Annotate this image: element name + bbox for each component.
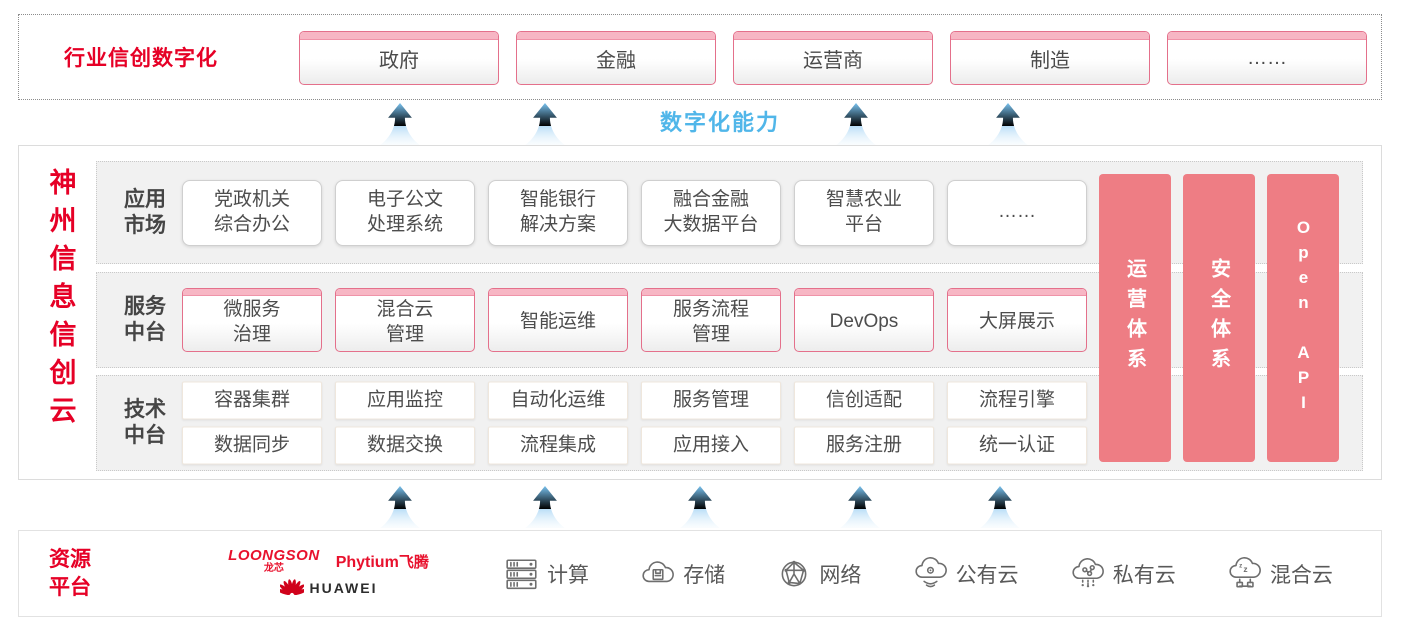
tier-app-market: 应用 市场 党政机关 综合办公 电子公文 处理系统 智能银行 解决方案 融合金融… [96, 161, 1363, 264]
industry-card-more: …… [1167, 31, 1367, 85]
industry-card-government: 政府 [299, 31, 499, 85]
resource-item: 公有云 [913, 556, 1019, 591]
service-card: 微服务 治理 [182, 288, 322, 352]
resource-item: 网络 [776, 557, 861, 591]
up-arrow-icon [525, 103, 565, 145]
tech-card: 服务管理 [641, 381, 781, 420]
tier-label: 技术 中台 [124, 397, 166, 447]
app-card: 智慧农业 平台 [794, 179, 934, 246]
app-card: 党政机关 综合办公 [182, 179, 322, 246]
huawei-flower-icon [279, 579, 304, 595]
cloud-platform-box: 神州信息信创云 应用 市场 党政机关 综合办公 电子公文 处理系统 智能银行 解… [18, 145, 1382, 480]
pillar-open-api: Open API [1267, 174, 1339, 462]
network-globe-icon [781, 560, 807, 586]
loongson-logo: LOONGSON 龙芯 [228, 547, 320, 574]
storage-cloud-icon [642, 560, 675, 582]
industry-banner: 行业信创数字化 政府 金融 运营商 制造 …… [18, 14, 1382, 100]
up-arrow-icon [380, 486, 420, 528]
service-card: 大屏展示 [947, 288, 1087, 352]
resource-platform-title: 资源 平台 [49, 548, 91, 599]
up-arrow-icon [380, 103, 420, 145]
platform-title: 神州信息信创云 [45, 168, 76, 434]
tech-card: 统一认证 [947, 426, 1087, 465]
hybrid-cloud-icon: z z [1229, 556, 1261, 587]
industry-banner-title: 行业信创数字化 [64, 47, 218, 70]
tech-cards: 容器集群 数据同步 应用监控 数据交换 自动化运维 流程集成 服务管理 应用接入… [182, 381, 1087, 465]
industry-list: 政府 金融 运营商 制造 …… [299, 31, 1367, 85]
industry-card-operator: 运营商 [733, 31, 933, 85]
private-cloud-icon [1072, 557, 1104, 587]
resource-item: z z 混合云 [1227, 556, 1333, 591]
tier-tech-platform: 技术 中台 容器集群 数据同步 应用监控 数据交换 自动化运维 流程集成 服务管… [96, 375, 1363, 471]
pillar-security: 安全体系 [1183, 174, 1255, 462]
tech-card: 数据交换 [335, 426, 475, 465]
phytium-logo: Phytium 飞腾 [335, 554, 429, 571]
resource-list: 计算 存储 网络 [504, 556, 1333, 591]
pillar-operations: 运营体系 [1099, 174, 1171, 462]
resource-arrow-strip [0, 486, 1402, 528]
tier-label: 服务 中台 [124, 294, 166, 344]
app-market-cards: 党政机关 综合办公 电子公文 处理系统 智能银行 解决方案 融合金融 大数据平台… [182, 179, 1087, 246]
tech-card: 信创适配 [794, 381, 934, 420]
app-card-more: …… [947, 179, 1087, 246]
tech-card: 数据同步 [182, 426, 322, 465]
up-arrow-icon [680, 486, 720, 528]
svg-text:z: z [1243, 563, 1247, 573]
tech-card: 容器集群 [182, 381, 322, 420]
up-arrow-icon [840, 486, 880, 528]
tier-label: 应用 市场 [124, 187, 166, 237]
resource-item: 计算 [504, 557, 589, 591]
resource-item: 存储 [640, 557, 725, 591]
tech-card: 自动化运维 [488, 381, 628, 420]
app-card: 智能银行 解决方案 [488, 179, 628, 246]
tech-card: 流程集成 [488, 426, 628, 465]
tech-card: 应用监控 [335, 381, 475, 420]
public-cloud-icon [914, 556, 947, 587]
service-card: 智能运维 [488, 288, 628, 352]
resource-platform-box: 资源 平台 LOONGSON 龙芯 Phytium 飞腾 [18, 530, 1382, 617]
up-arrow-icon [525, 486, 565, 528]
tech-card: 应用接入 [641, 426, 781, 465]
capability-strip: 数字化能力 [0, 101, 1402, 145]
service-card: 混合云 管理 [335, 288, 475, 352]
up-arrow-icon [988, 103, 1028, 145]
resource-item: 私有云 [1070, 557, 1176, 591]
industry-card-finance: 金融 [516, 31, 716, 85]
service-cards: 微服务 治理 混合云 管理 智能运维 服务流程 管理 DevOps 大屏展示 [182, 288, 1087, 352]
huawei-logo: HUAWEI [279, 577, 378, 599]
app-card: 电子公文 处理系统 [335, 179, 475, 246]
app-card: 融合金融 大数据平台 [641, 179, 781, 246]
up-arrow-icon [980, 486, 1020, 528]
tier-service-platform: 服务 中台 微服务 治理 混合云 管理 智能运维 服务流程 管理 DevOps … [96, 272, 1363, 368]
service-card: 服务流程 管理 [641, 288, 781, 352]
up-arrow-icon [836, 103, 876, 145]
svg-text:z: z [1239, 562, 1242, 569]
capability-label: 数字化能力 [659, 110, 780, 135]
tech-card: 服务注册 [794, 426, 934, 465]
industry-card-manufacturing: 制造 [950, 31, 1150, 85]
tech-card: 流程引擎 [947, 381, 1087, 420]
server-icon [506, 558, 537, 589]
service-card: DevOps [794, 288, 934, 352]
vendor-logos: LOONGSON 龙芯 Phytium 飞腾 [211, 548, 446, 599]
